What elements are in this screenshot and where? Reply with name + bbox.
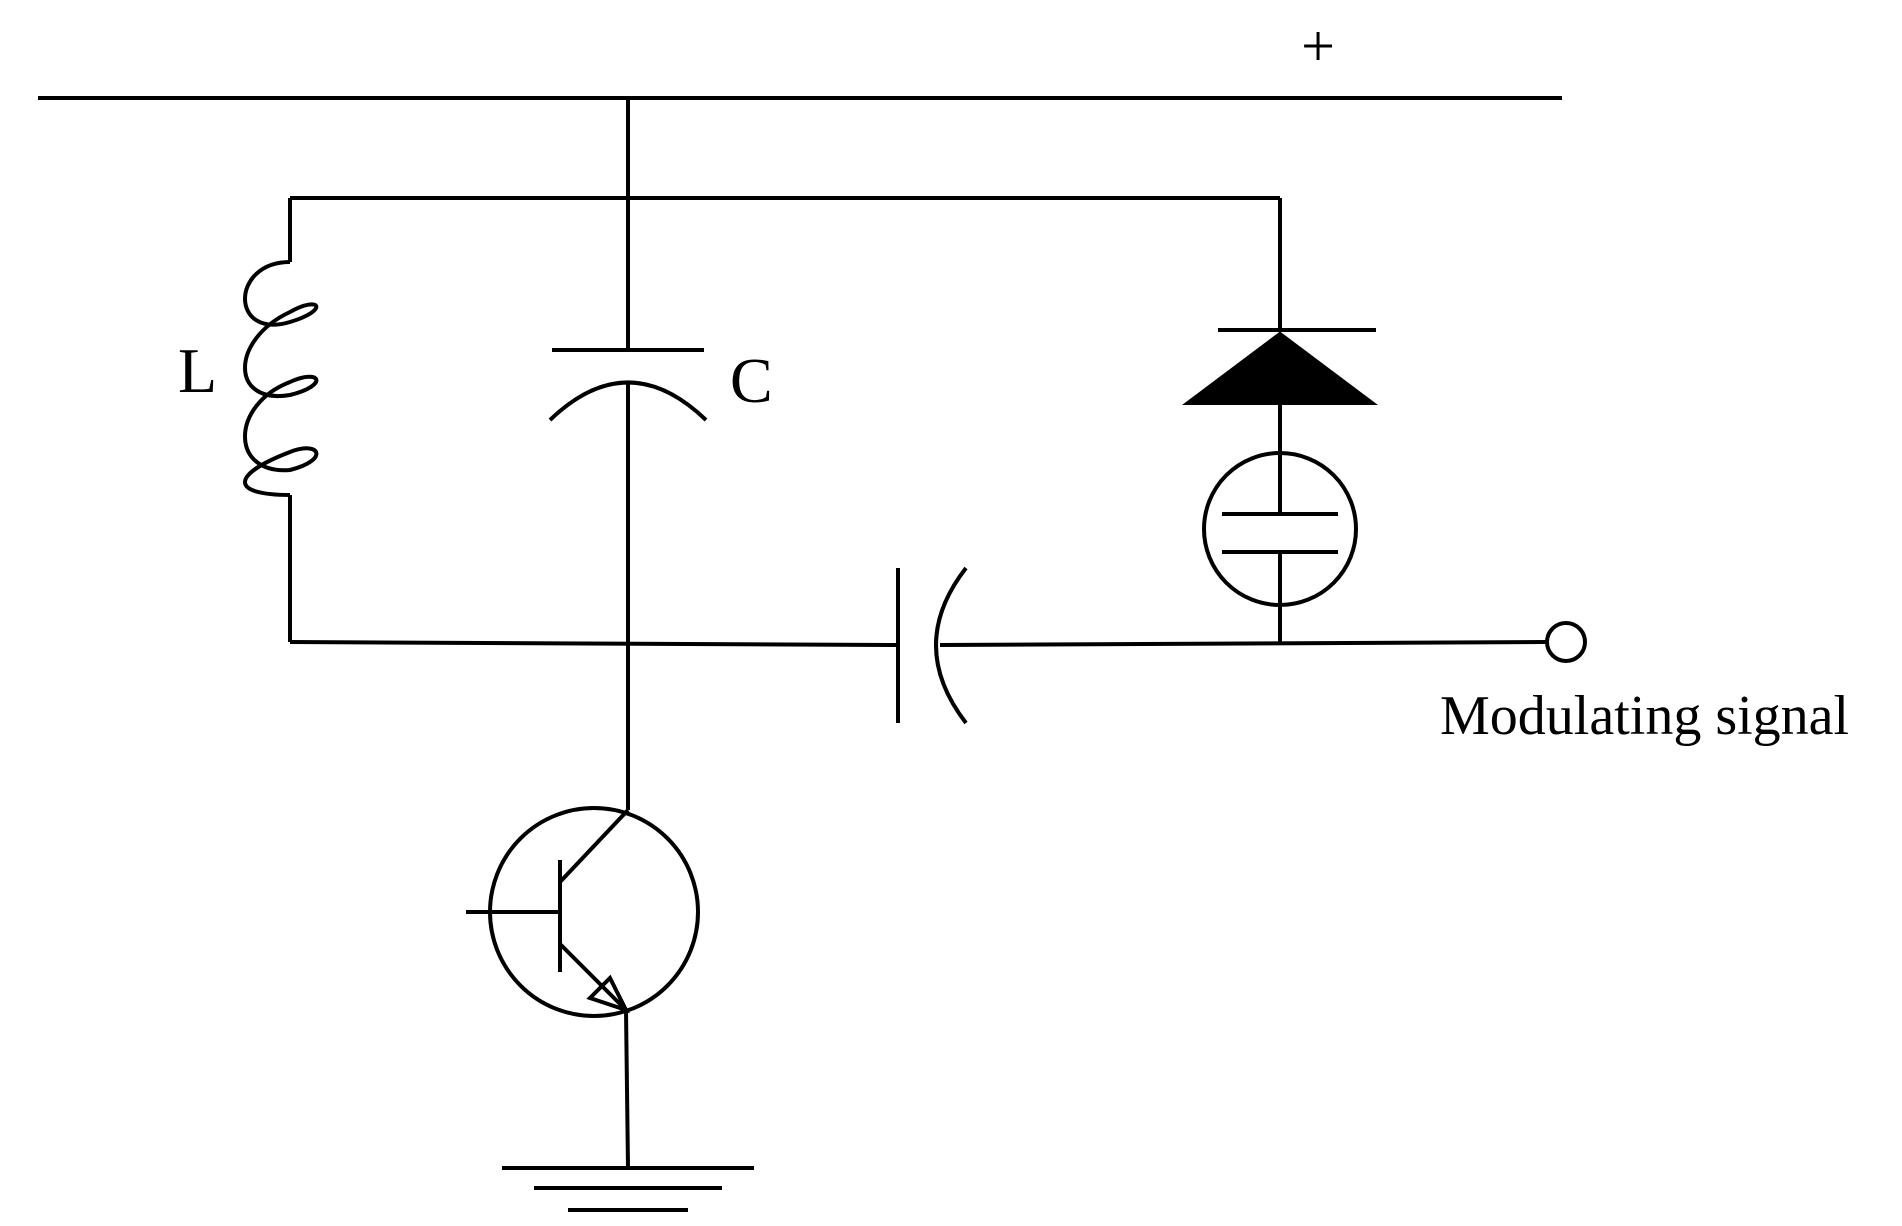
- ground-icon: [502, 1166, 754, 1212]
- transistor-collector-lead: [558, 808, 630, 884]
- coupling-capacitor-curved-plate: [934, 566, 968, 725]
- emitter-to-ground-wire: [624, 1009, 630, 1169]
- coupling-capacitor: [896, 566, 968, 725]
- supply-plus-label: +: [1301, 13, 1335, 79]
- signal-input-terminal: [1545, 621, 1587, 663]
- tank-bottom-bus: [289, 640, 899, 647]
- capacitor-label: C: [730, 345, 773, 416]
- inductor-label: L: [178, 335, 217, 406]
- varactor-diode: [1182, 328, 1378, 644]
- signal-line: [939, 640, 1547, 647]
- transistor: [466, 806, 700, 1018]
- diode-triangle: [1182, 331, 1378, 405]
- inductor-L: [243, 198, 319, 642]
- capacitor-C: [548, 348, 708, 422]
- inductor-coil: [243, 260, 319, 497]
- modulating-signal-label: Modulating signal: [1440, 685, 1849, 747]
- capacitor-curved-plate: [548, 380, 708, 422]
- transistor-emitter-lead: [558, 942, 628, 1012]
- transistor-emitter-arrow-icon: [586, 974, 630, 1014]
